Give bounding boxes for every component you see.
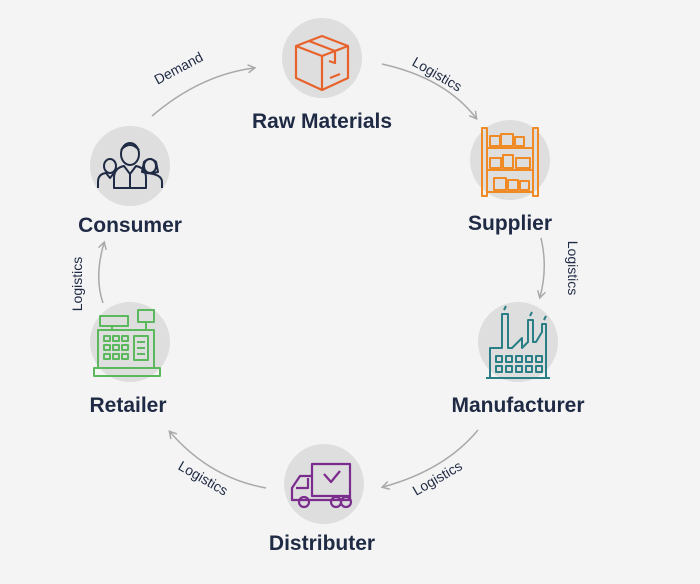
arrow-consumer-to-raw-materials [151,64,257,117]
people-icon [97,142,163,189]
raw-materials-label: Raw Materials [251,110,393,133]
consumer-label: Consumer [78,214,182,237]
arrow-raw-materials-to-supplier [381,63,478,120]
retailer-node [90,302,170,382]
supplier-node [470,120,550,200]
shelves-icon [481,127,539,197]
box-icon [294,34,350,92]
manufacturer-label: Manufacturer [451,394,585,417]
manufacturer-node [478,302,558,382]
supplier-label: Supplier [467,212,553,235]
retailer-label: Retailer [89,394,167,417]
arrow-distributer-to-retailer [168,430,267,489]
factory-icon [486,305,550,379]
arrow-retailer-to-consumer [97,240,107,304]
distributer-node [284,444,364,524]
distributer-label: Distributer [268,532,376,555]
cash-register-icon [93,309,161,377]
edge-label-supplier-to-manufacturer: Logistics [565,240,582,296]
edge-label-retailer-to-consumer: Logistics [69,256,86,312]
raw-materials-node [282,18,362,98]
truck-icon [290,462,353,509]
consumer-node [90,126,170,206]
arrow-manufacturer-to-distributer [380,429,479,490]
arrow-supplier-to-manufacturer [537,237,546,300]
